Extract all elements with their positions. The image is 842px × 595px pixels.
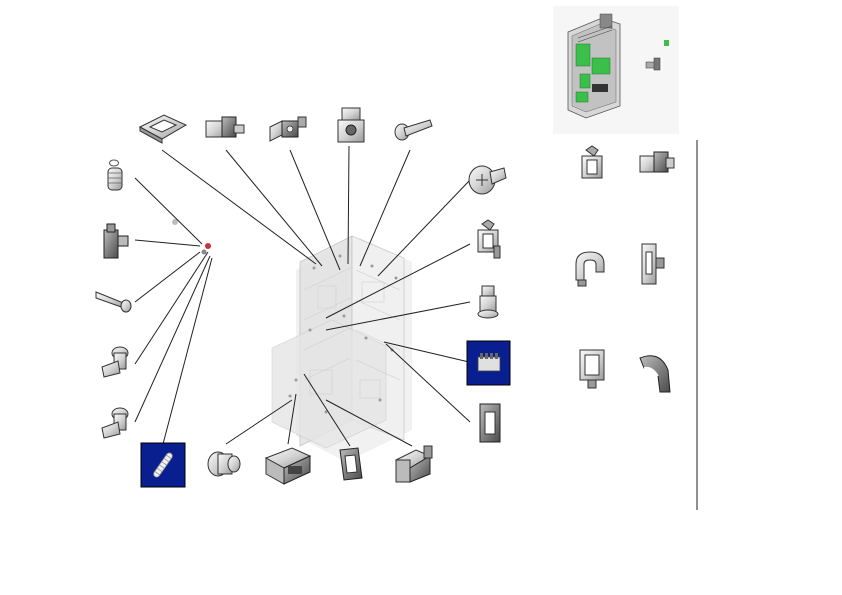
long-screw-icon[interactable] [95,291,132,313]
carriage-clip-icon[interactable] [264,447,312,485]
overview-thumbnail[interactable] [553,6,679,134]
small-frame-icon[interactable] [339,447,363,481]
extension-spring-icon[interactable] [140,442,186,488]
spring-clip-icon[interactable] [581,145,603,179]
main-assembly[interactable] [172,219,412,462]
pan-head-screw-icon[interactable] [468,165,507,195]
roller-pin-icon[interactable] [207,451,241,477]
slide-connector-icon[interactable] [205,116,245,138]
connector-block-icon[interactable] [466,340,511,386]
parts-top-row [138,107,433,144]
parts-left-column [95,159,186,488]
stud-pin-icon[interactable] [101,346,129,378]
coil-spring-icon[interactable] [107,159,123,191]
spring-clip-icon[interactable] [477,219,501,259]
parts-bottom-row [207,445,433,485]
frame-bracket-icon[interactable] [479,403,501,443]
latch-hook-icon[interactable] [575,251,605,287]
shoulder-screw-icon[interactable] [394,119,433,141]
bracket-clip-icon[interactable] [269,116,307,142]
latch-block-icon[interactable] [103,223,129,259]
standoff-post-icon[interactable] [477,285,499,319]
parts-side-panel [575,145,675,393]
slide-connector-icon[interactable] [639,151,675,173]
clamp-clip-icon[interactable] [394,445,433,483]
stud-pin-icon[interactable] [101,407,129,439]
hinge-bracket-icon[interactable] [641,243,665,285]
square-frame-icon[interactable] [138,114,188,144]
parts-right-column [466,165,511,443]
curved-plate-icon[interactable] [639,355,671,393]
mount-frame-icon[interactable] [579,349,605,389]
bearing-block-icon[interactable] [337,107,365,143]
leader-lines [134,145,471,447]
